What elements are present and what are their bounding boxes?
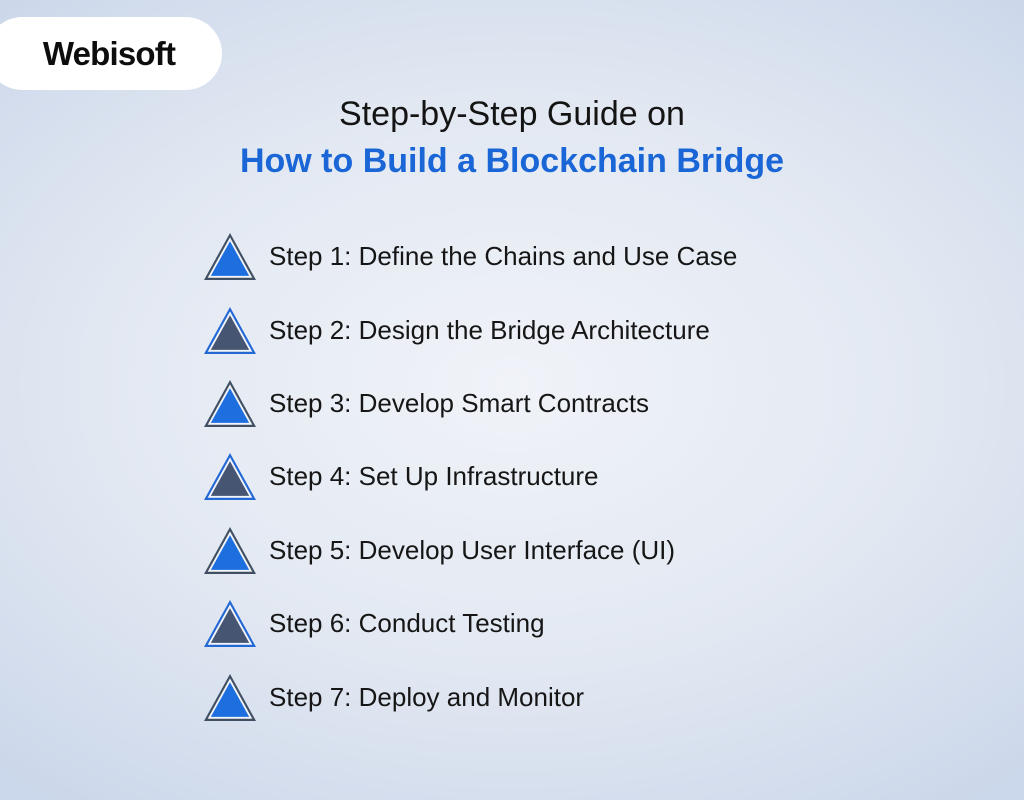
step-row: Step 4: Set Up Infrastructure xyxy=(204,440,737,513)
step-label: Step 3: Develop Smart Contracts xyxy=(269,387,650,418)
step-label: Step 7: Deploy and Monitor xyxy=(269,681,585,712)
triangle-icon xyxy=(204,379,256,427)
steps-list: Step 1: Define the Chains and Use Case S… xyxy=(204,220,737,734)
step-row: Step 1: Define the Chains and Use Case xyxy=(204,220,737,293)
webisoft-logo-text: Webisoft xyxy=(42,34,176,72)
webisoft-logo: Webisoft xyxy=(0,17,222,90)
triangle-icon xyxy=(204,526,256,574)
step-label: Step 2: Design the Bridge Architecture xyxy=(269,314,710,345)
step-label: Step 6: Conduct Testing xyxy=(269,608,545,639)
triangle-icon xyxy=(204,453,256,501)
page-title: Step-by-Step Guide on How to Build a Blo… xyxy=(0,91,1024,185)
triangle-icon xyxy=(204,233,256,281)
step-label: Step 4: Set Up Infrastructure xyxy=(269,461,599,492)
title-line-2: How to Build a Blockchain Bridge xyxy=(239,142,785,180)
triangle-icon xyxy=(204,673,256,721)
step-row: Step 7: Deploy and Monitor xyxy=(204,660,737,733)
triangle-icon xyxy=(204,600,256,648)
step-row: Step 5: Develop User Interface (UI) xyxy=(204,514,737,587)
step-label: Step 5: Develop User Interface (UI) xyxy=(269,534,676,565)
title-line-1: Step-by-Step Guide on xyxy=(339,95,685,133)
step-row: Step 3: Develop Smart Contracts xyxy=(204,367,737,440)
triangle-icon xyxy=(204,306,256,354)
step-row: Step 2: Design the Bridge Architecture xyxy=(204,293,737,366)
step-label: Step 1: Define the Chains and Use Case xyxy=(269,241,738,272)
step-row: Step 6: Conduct Testing xyxy=(204,587,737,660)
